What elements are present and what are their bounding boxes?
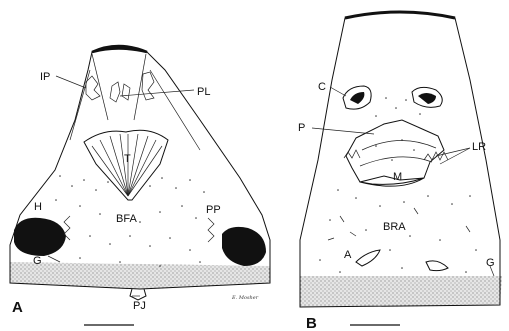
panel-a-h-organ-left xyxy=(14,218,66,256)
panel-b-c-right-inner xyxy=(418,93,436,104)
artist-signature: E. Mosher xyxy=(231,295,259,301)
label-m: M xyxy=(393,171,402,183)
panel-a-ip-right xyxy=(142,72,154,100)
label-g-b: G xyxy=(486,257,495,269)
panel-b-drawing xyxy=(300,12,502,325)
label-bfa: BFA xyxy=(116,213,137,225)
panel-b-a-left xyxy=(356,250,380,266)
label-t: T xyxy=(124,153,131,165)
panel-b-outline xyxy=(300,12,500,307)
panel-b-a-right xyxy=(426,261,448,271)
panel-b-rim-band xyxy=(300,276,502,307)
label-c: C xyxy=(318,81,326,93)
panel-a-h-organ-right xyxy=(222,227,266,266)
label-ip: IP xyxy=(40,71,50,83)
panel-a-anterior-notch xyxy=(92,46,147,52)
panel-a-letter: A xyxy=(12,299,23,316)
panel-b-letter: B xyxy=(306,315,317,331)
panel-a-pj-process xyxy=(130,289,146,300)
label-a: A xyxy=(344,249,352,261)
panel-b-top-rim xyxy=(345,12,455,18)
label-lr: LR xyxy=(472,141,486,153)
panel-a-pl-structure xyxy=(110,82,130,102)
label-pl: PL xyxy=(197,86,210,98)
label-h: H xyxy=(34,201,42,213)
label-p: P xyxy=(298,122,305,134)
panel-b-stipple-dots xyxy=(319,97,477,273)
panel-a-drawing xyxy=(10,46,270,325)
label-pp: PP xyxy=(206,204,221,216)
panel-a-fan-lines xyxy=(92,134,162,196)
label-pj: PJ xyxy=(133,300,146,312)
label-g-a: G xyxy=(33,255,42,267)
panel-b-leaders xyxy=(312,87,494,276)
panel-b-c-left-inner xyxy=(350,92,364,104)
label-bra: BRA xyxy=(383,221,406,233)
panel-a-pp-right xyxy=(208,218,214,242)
